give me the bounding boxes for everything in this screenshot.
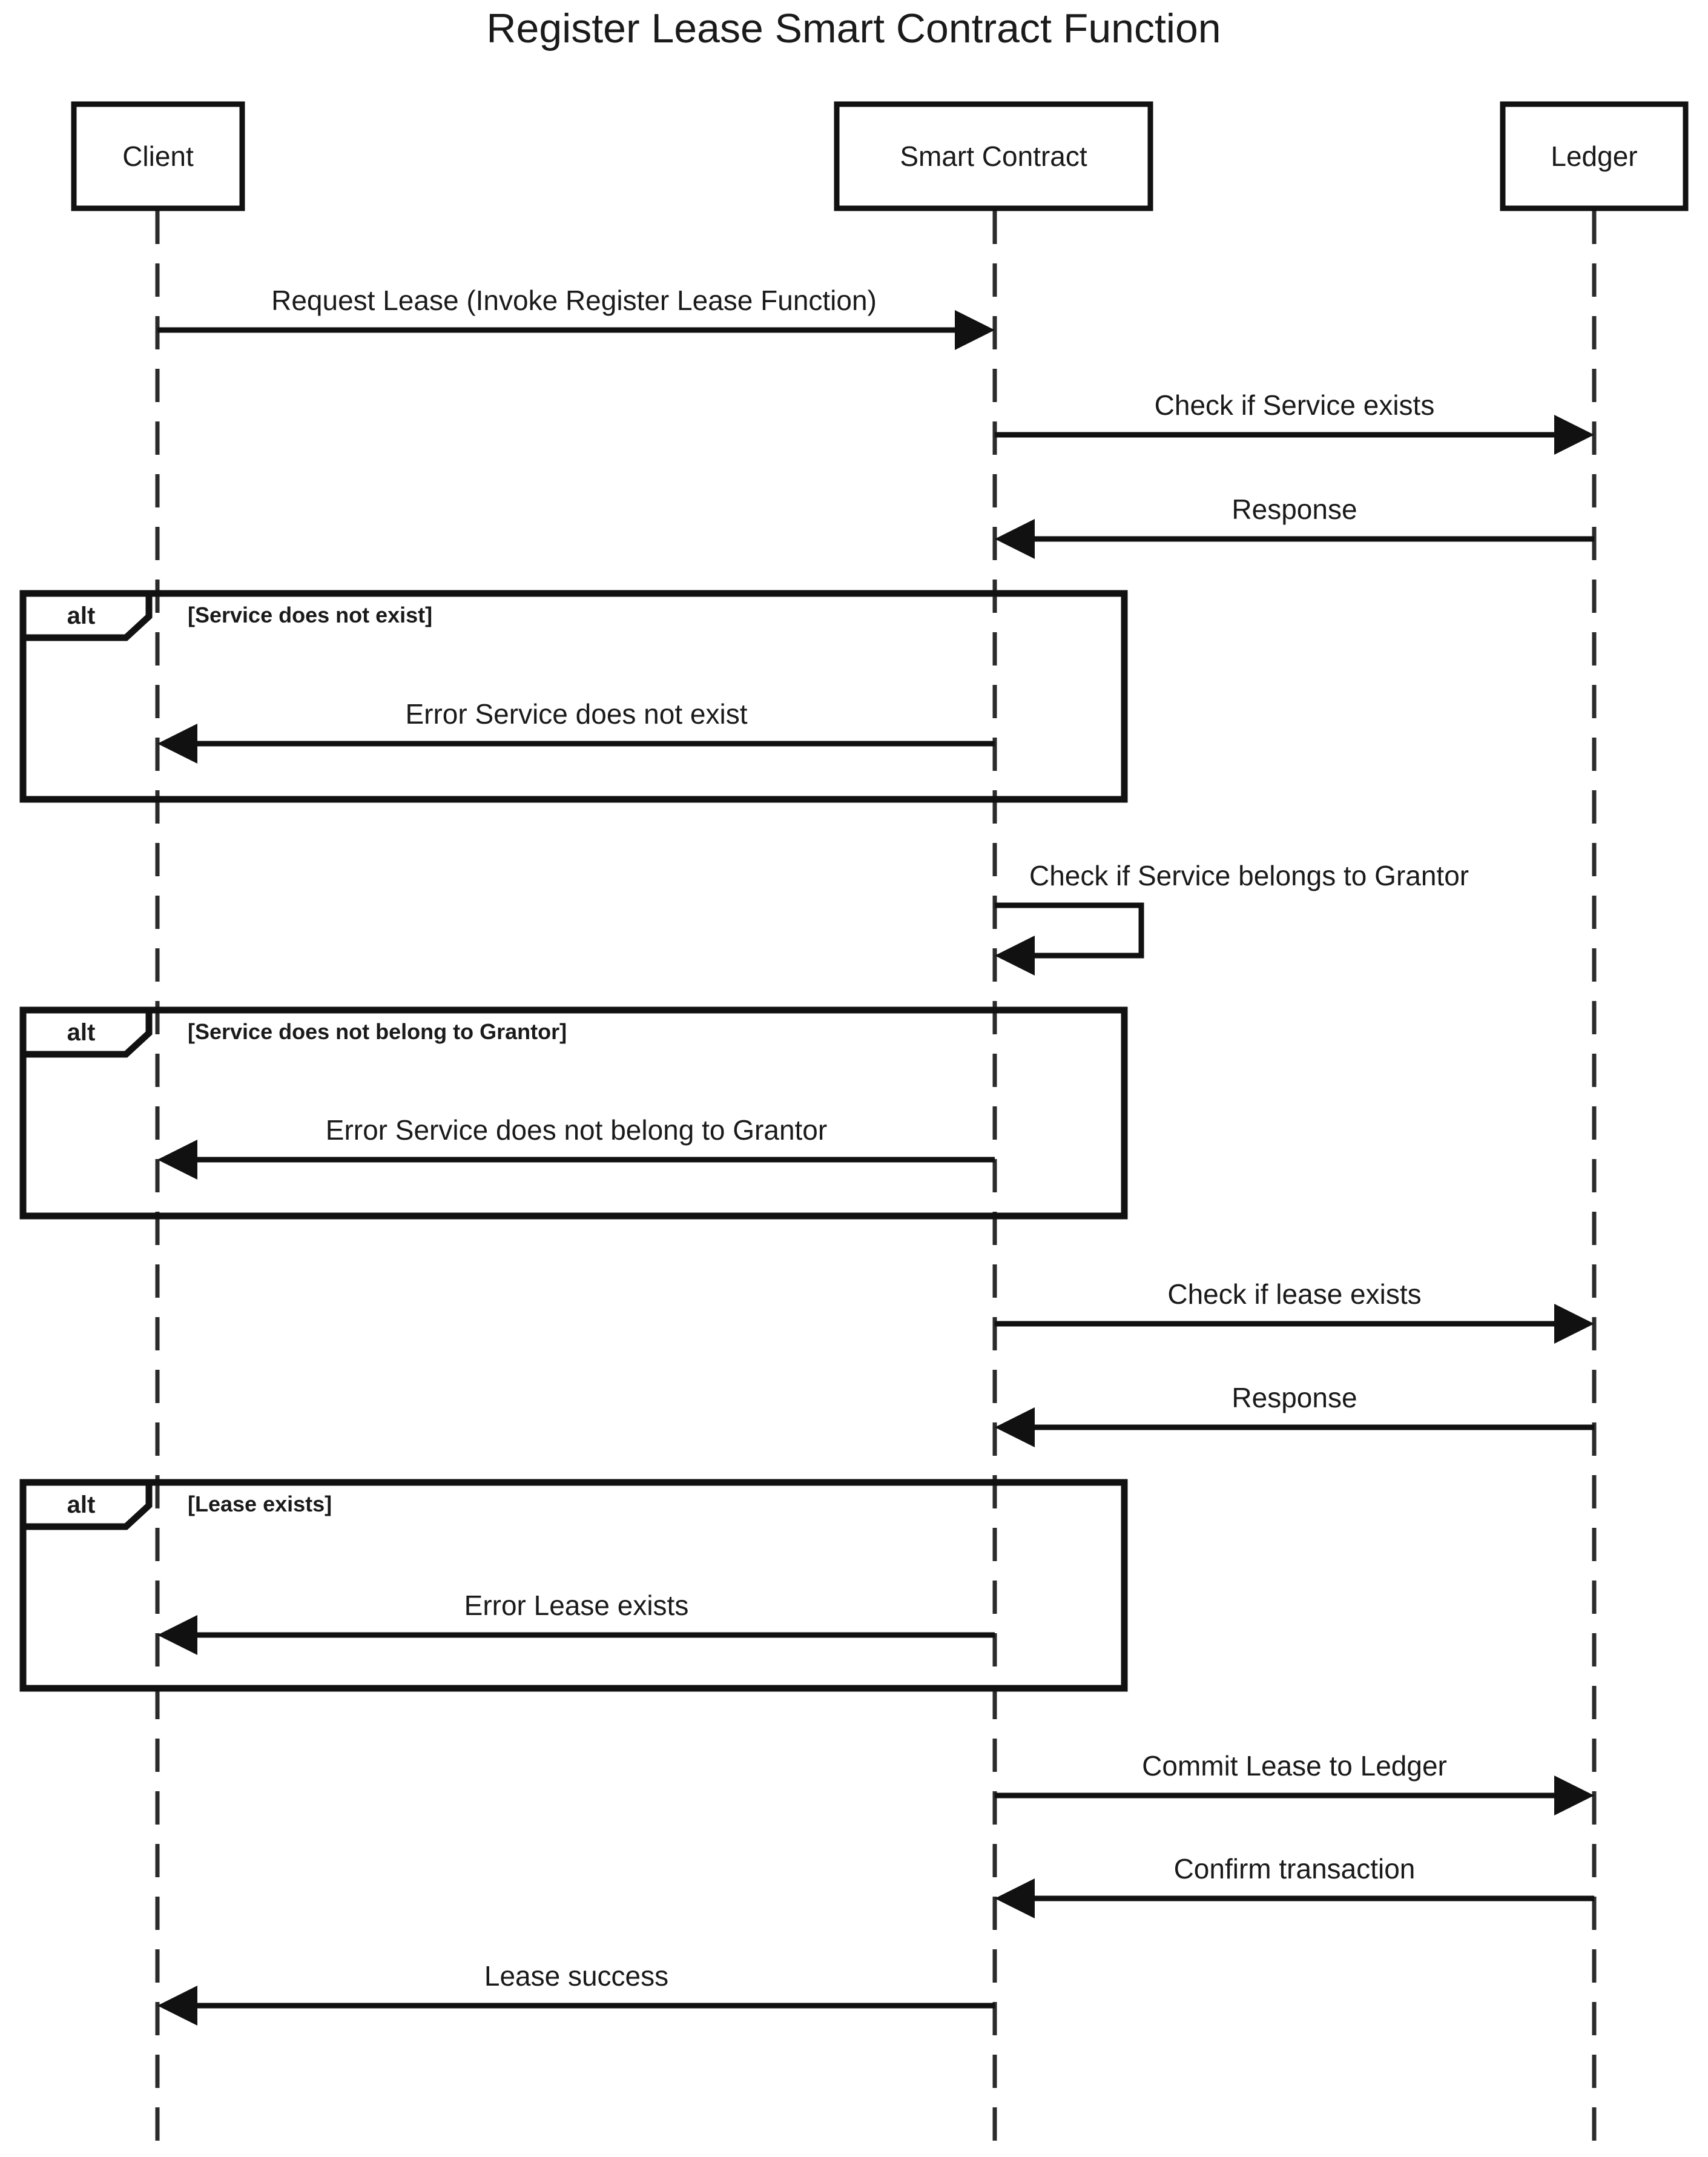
alt-fragment-service-does-not-belong-to-grantor[interactable]: alt [Service does not belong to Grantor]: [19, 1006, 1128, 1220]
arrow-head-right: [1554, 1775, 1594, 1815]
alt-frame-box-3: [19, 1479, 1128, 1692]
alt-keyword-1: alt: [67, 603, 96, 629]
arrow-head-right: [1554, 415, 1594, 455]
message-error-lease-exists[interactable]: Error Lease exists: [157, 1590, 995, 1655]
message-response-lease[interactable]: Response: [995, 1382, 1594, 1447]
alt-keyword-3: alt: [67, 1491, 96, 1518]
message-request-lease[interactable]: Request Lease (Invoke Register Lease Fun…: [157, 285, 995, 350]
actor-ledger[interactable]: Ledger: [1500, 101, 1689, 211]
message-label-response-lease: Response: [1232, 1382, 1357, 1413]
arrow-head-left: [995, 1878, 1035, 1918]
message-label-error-service-does-not-belong-to-grantor: Error Service does not belong to Grantor: [326, 1114, 827, 1146]
message-confirm-transaction[interactable]: Confirm transaction: [995, 1853, 1594, 1918]
actor-box-ledger[interactable]: [1500, 101, 1689, 211]
arrow-head-right: [1554, 1304, 1594, 1344]
alt-guard-3: [Lease exists]: [188, 1491, 332, 1516]
self-message-path: [995, 902, 1144, 959]
alt-frame-tab-1: [23, 590, 153, 641]
arrow-head-left: [157, 1615, 197, 1655]
actor-smart-contract[interactable]: Smart Contract: [834, 101, 1153, 211]
actor-box-client[interactable]: [71, 101, 245, 211]
message-commit-lease-to-ledger[interactable]: Commit Lease to Ledger: [995, 1750, 1594, 1815]
alt-guard-2: [Service does not belong to Grantor]: [188, 1019, 567, 1044]
alt-frame-tab-3: [23, 1479, 153, 1530]
message-check-if-lease-exists[interactable]: Check if lease exists: [995, 1278, 1594, 1344]
actor-label-smart-contract: Smart Contract: [900, 140, 1087, 172]
arrow-head-left: [157, 1986, 197, 2026]
page-title: Register Lease Smart Contract Function: [486, 5, 1221, 51]
arrow-head-left: [995, 936, 1035, 976]
message-check-if-service-exists[interactable]: Check if Service exists: [995, 389, 1594, 455]
message-label-request-lease: Request Lease (Invoke Register Lease Fun…: [271, 285, 877, 316]
message-label-error-lease-exists: Error Lease exists: [464, 1590, 689, 1621]
arrow-head-left: [995, 1407, 1035, 1447]
message-label-check-if-service-belongs-to-grantor: Check if Service belongs to Grantor: [1029, 860, 1469, 891]
message-label-lease-success: Lease success: [484, 1960, 668, 1992]
message-label-error-service-does-not-exist: Error Service does not exist: [405, 698, 747, 730]
alt-frame-tab-2: [23, 1006, 153, 1058]
actor-client[interactable]: Client: [71, 101, 245, 211]
message-label-check-if-service-exists: Check if Service exists: [1155, 389, 1435, 421]
message-label-confirm-transaction: Confirm transaction: [1174, 1853, 1416, 1884]
message-response-service[interactable]: Response: [995, 494, 1594, 559]
actor-label-ledger: Ledger: [1551, 140, 1637, 172]
alt-fragment-lease-exists[interactable]: alt [Lease exists]: [19, 1479, 1128, 1692]
actor-label-client: Client: [122, 140, 194, 172]
message-check-if-service-belongs-to-grantor[interactable]: Check if Service belongs to Grantor: [995, 860, 1469, 976]
arrow-head-left: [157, 724, 197, 764]
alt-guard-1: [Service does not exist]: [188, 603, 432, 627]
message-label-check-if-lease-exists: Check if lease exists: [1167, 1278, 1421, 1310]
arrow-head-right: [955, 310, 995, 350]
actor-box-smart-contract[interactable]: [834, 101, 1153, 211]
arrow-head-left: [995, 519, 1035, 559]
message-label-response-service: Response: [1232, 494, 1357, 525]
alt-fragment-service-does-not-exist[interactable]: alt [Service does not exist]: [19, 590, 1128, 803]
alt-keyword-2: alt: [67, 1019, 96, 1046]
message-error-service-does-not-belong-to-grantor[interactable]: Error Service does not belong to Grantor: [157, 1114, 995, 1180]
alt-frame-box-2: [19, 1006, 1128, 1220]
arrow-head-left: [157, 1140, 197, 1180]
message-lease-success[interactable]: Lease success: [157, 1960, 995, 2026]
lifelines-group: [155, 211, 1597, 2153]
message-error-service-does-not-exist[interactable]: Error Service does not exist: [157, 698, 995, 764]
alt-frame-box-1: [19, 590, 1128, 803]
message-label-commit-lease-to-ledger: Commit Lease to Ledger: [1142, 1750, 1447, 1782]
